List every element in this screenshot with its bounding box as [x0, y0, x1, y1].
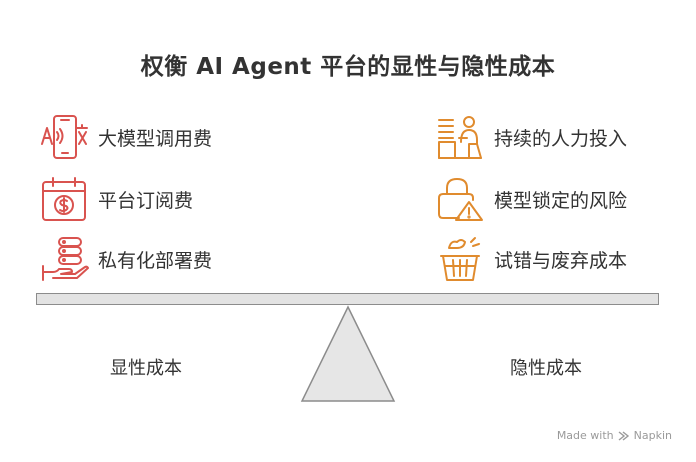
- lock-warning-icon: [434, 175, 486, 223]
- explicit-cost-side-label: 显性成本: [110, 358, 182, 379]
- worker-desk-icon: [434, 113, 486, 161]
- explicit-cost-label: 大模型调用费: [98, 127, 213, 150]
- explicit-cost-label: 平台订阅费: [98, 189, 194, 212]
- hidden-cost-item: 试错与废弃成本: [434, 235, 627, 283]
- explicit-cost-item: 大模型调用费: [38, 113, 212, 161]
- hidden-cost-label: 试错与废弃成本: [494, 249, 628, 272]
- calendar-dollar-icon: [38, 175, 90, 223]
- trash-bin-icon: [434, 235, 486, 283]
- fulcrum-triangle: [300, 305, 396, 402]
- balance-beam: [36, 293, 659, 305]
- hidden-cost-label: 模型锁定的风险: [494, 189, 628, 212]
- diagram-title: 权衡 AI Agent 平台的显性与隐性成本: [140, 54, 556, 80]
- explicit-cost-item: 平台订阅费: [38, 175, 193, 223]
- watermark: Made with Napkin: [557, 429, 672, 442]
- napkin-logo-icon: [618, 430, 629, 441]
- hidden-cost-item: 模型锁定的风险: [434, 175, 627, 223]
- hidden-cost-side-label: 隐性成本: [510, 358, 582, 379]
- hidden-cost-label: 持续的人力投入: [494, 127, 628, 150]
- explicit-cost-item: 私有化部署费: [38, 235, 212, 283]
- server-stack-hand-icon: [38, 235, 90, 283]
- watermark-brand: Napkin: [633, 429, 672, 442]
- hidden-cost-item: 持续的人力投入: [434, 113, 627, 161]
- watermark-prefix: Made with: [556, 429, 614, 442]
- translate-phone-icon: [38, 113, 90, 161]
- explicit-cost-label: 私有化部署费: [98, 249, 213, 272]
